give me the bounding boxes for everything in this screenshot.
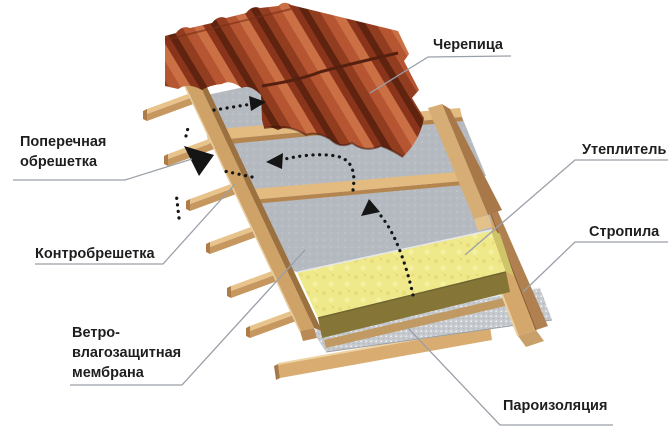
counter-batten-right: [428, 104, 502, 231]
airflow-arrow-up: [361, 199, 415, 297]
airflow-arrow-left: [266, 153, 356, 192]
roof-tiles: [164, 2, 424, 158]
leader-counter-battens: [35, 183, 236, 265]
leader-cross-battens: [13, 158, 193, 181]
label-insulation: Утеплитель: [582, 142, 666, 158]
leader-insulation: [464, 159, 668, 256]
leader-membrane: [70, 249, 306, 386]
label-membrane-line3: мембрана: [72, 365, 145, 381]
label-cross-battens-line2: обрешетка: [20, 154, 98, 170]
airflow-arrow-right: [212, 96, 266, 112]
insulation-slab: [296, 228, 514, 338]
labels: Черепица Поперечная обрешетка Контробреш…: [20, 37, 666, 414]
leader-lines: [13, 55, 668, 426]
label-membrane-line1: Ветро-: [72, 325, 120, 341]
label-tiles: Черепица: [433, 37, 504, 53]
airflow-arrows: [174, 96, 415, 297]
leader-vapor-barrier: [407, 327, 613, 426]
label-rafters: Стропила: [589, 224, 660, 240]
label-vapor-barrier: Пароизоляция: [503, 398, 607, 414]
leader-rafters: [522, 241, 668, 293]
leader-tiles: [369, 55, 512, 94]
counter-batten-left: [166, 45, 322, 341]
insulation-support-strip: [324, 296, 514, 348]
airflow-arrow-eave-exit: [174, 122, 254, 220]
label-counter-battens: Контробрешетка: [35, 246, 155, 262]
label-membrane-line2: влагозащитная: [72, 345, 181, 361]
label-cross-battens-line1: Поперечная: [20, 134, 106, 150]
